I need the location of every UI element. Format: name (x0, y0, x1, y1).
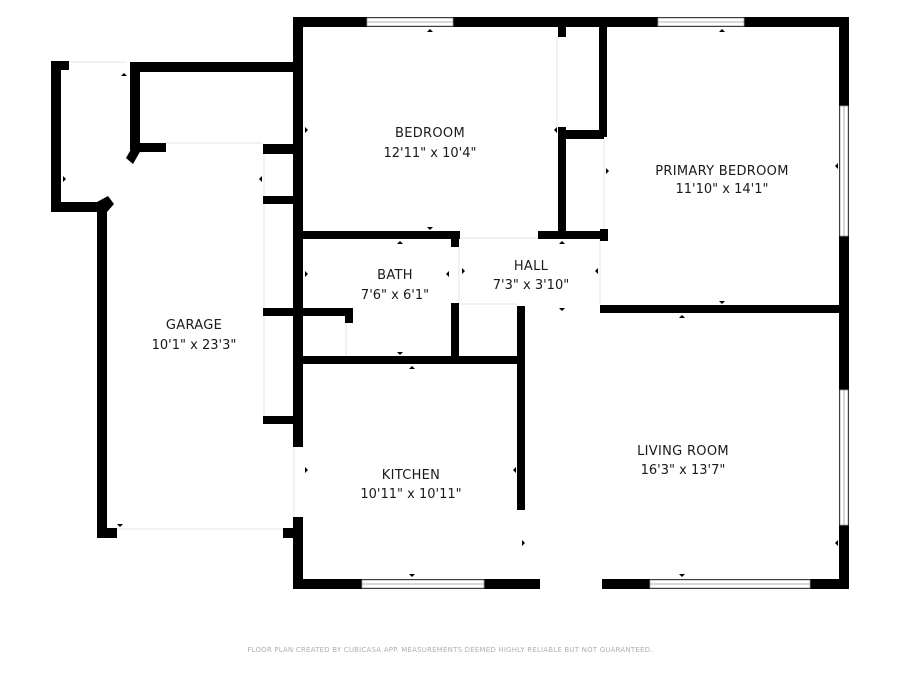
bedroom-label: BEDROOM (395, 126, 465, 141)
garage-dimensions: 10'1" x 23'3" (152, 338, 237, 353)
garage-label: GARAGE (166, 318, 222, 333)
living-room-dimensions: 16'3" x 13'7" (641, 463, 726, 478)
living-room-label: LIVING ROOM (637, 444, 729, 459)
room-labels: BEDROOM 12'11" x 10'4" PRIMARY BEDROOM 1… (152, 126, 789, 502)
door-openings (69, 37, 605, 530)
primary-bedroom-dimensions: 11'10" x 14'1" (676, 182, 769, 197)
garage-walls (51, 61, 297, 538)
disclaimer-footer: FLOOR PLAN CREATED BY CUBICASA APP. MEAS… (247, 646, 653, 654)
bath-label: BATH (377, 268, 413, 283)
kitchen-label: KITCHEN (382, 468, 440, 483)
bedroom-dimensions: 12'11" x 10'4" (384, 146, 477, 161)
tick-marks (63, 29, 838, 577)
kitchen-dimensions: 10'11" x 10'11" (360, 487, 461, 502)
windows (361, 17, 849, 589)
hall-dimensions: 7'3" x 3'10" (493, 278, 569, 293)
exterior-walls (283, 17, 849, 589)
hall-label: HALL (514, 259, 549, 274)
primary-bedroom-label: PRIMARY BEDROOM (655, 164, 788, 179)
bath-dimensions: 7'6" x 6'1" (361, 288, 429, 303)
interior-walls (263, 27, 844, 510)
